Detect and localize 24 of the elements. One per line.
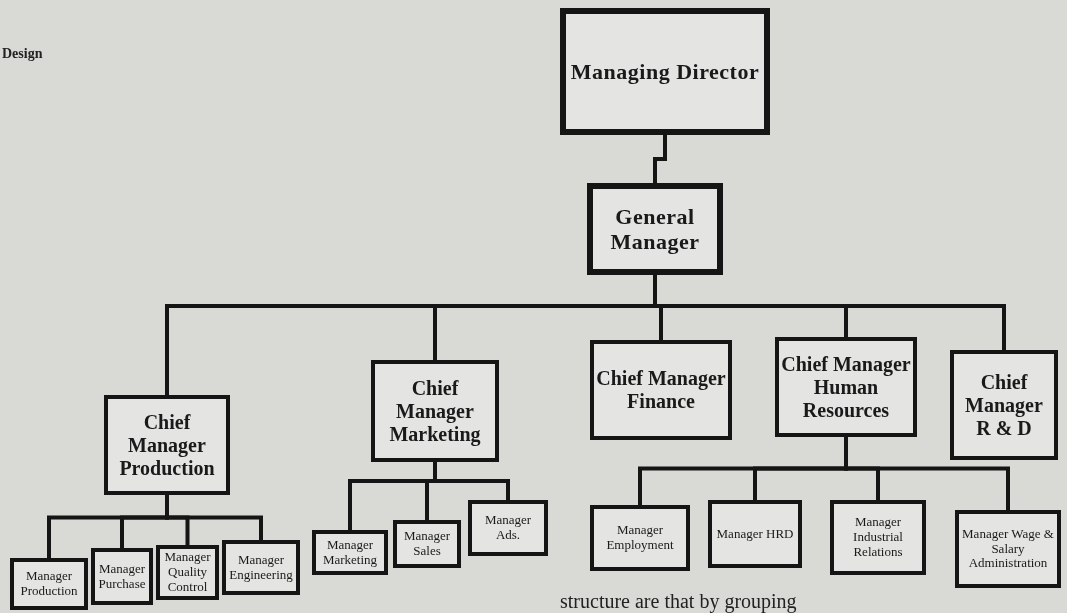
position-box: Manager Industrial Relations [830, 500, 926, 575]
position-box: Chief Manager Production [104, 395, 230, 495]
connector-line [844, 437, 1010, 510]
position-box: Manager Ads. [468, 500, 548, 556]
connector-line [653, 135, 667, 183]
position-box: Chief Manager Marketing [371, 360, 499, 462]
page-header: Design [2, 46, 43, 62]
position-box: Manager Wage & Salary Administration [955, 510, 1061, 588]
position-box: Chief Manager Finance [590, 340, 732, 440]
position-box: Manager Sales [393, 520, 461, 568]
position-box: Manager Purchase [91, 548, 153, 605]
position-box: Manager Employment [590, 505, 690, 571]
position-box: Manager Quality Control [156, 545, 219, 600]
position-box: Manager Marketing [312, 530, 388, 575]
position-box: Chief Manager Human Resources [775, 337, 917, 437]
position-box: Managing Director [560, 8, 770, 135]
body-text: structure are that by grouping [560, 590, 797, 613]
position-box: Manager HRD [708, 500, 802, 568]
position-box: Manager Engineering [222, 540, 300, 595]
position-box: Manager Production [10, 558, 88, 610]
connector-line [165, 495, 263, 540]
position-box: Chief Manager R & D [950, 350, 1058, 460]
connector-line [433, 462, 510, 500]
position-box: General Manager [587, 183, 723, 275]
